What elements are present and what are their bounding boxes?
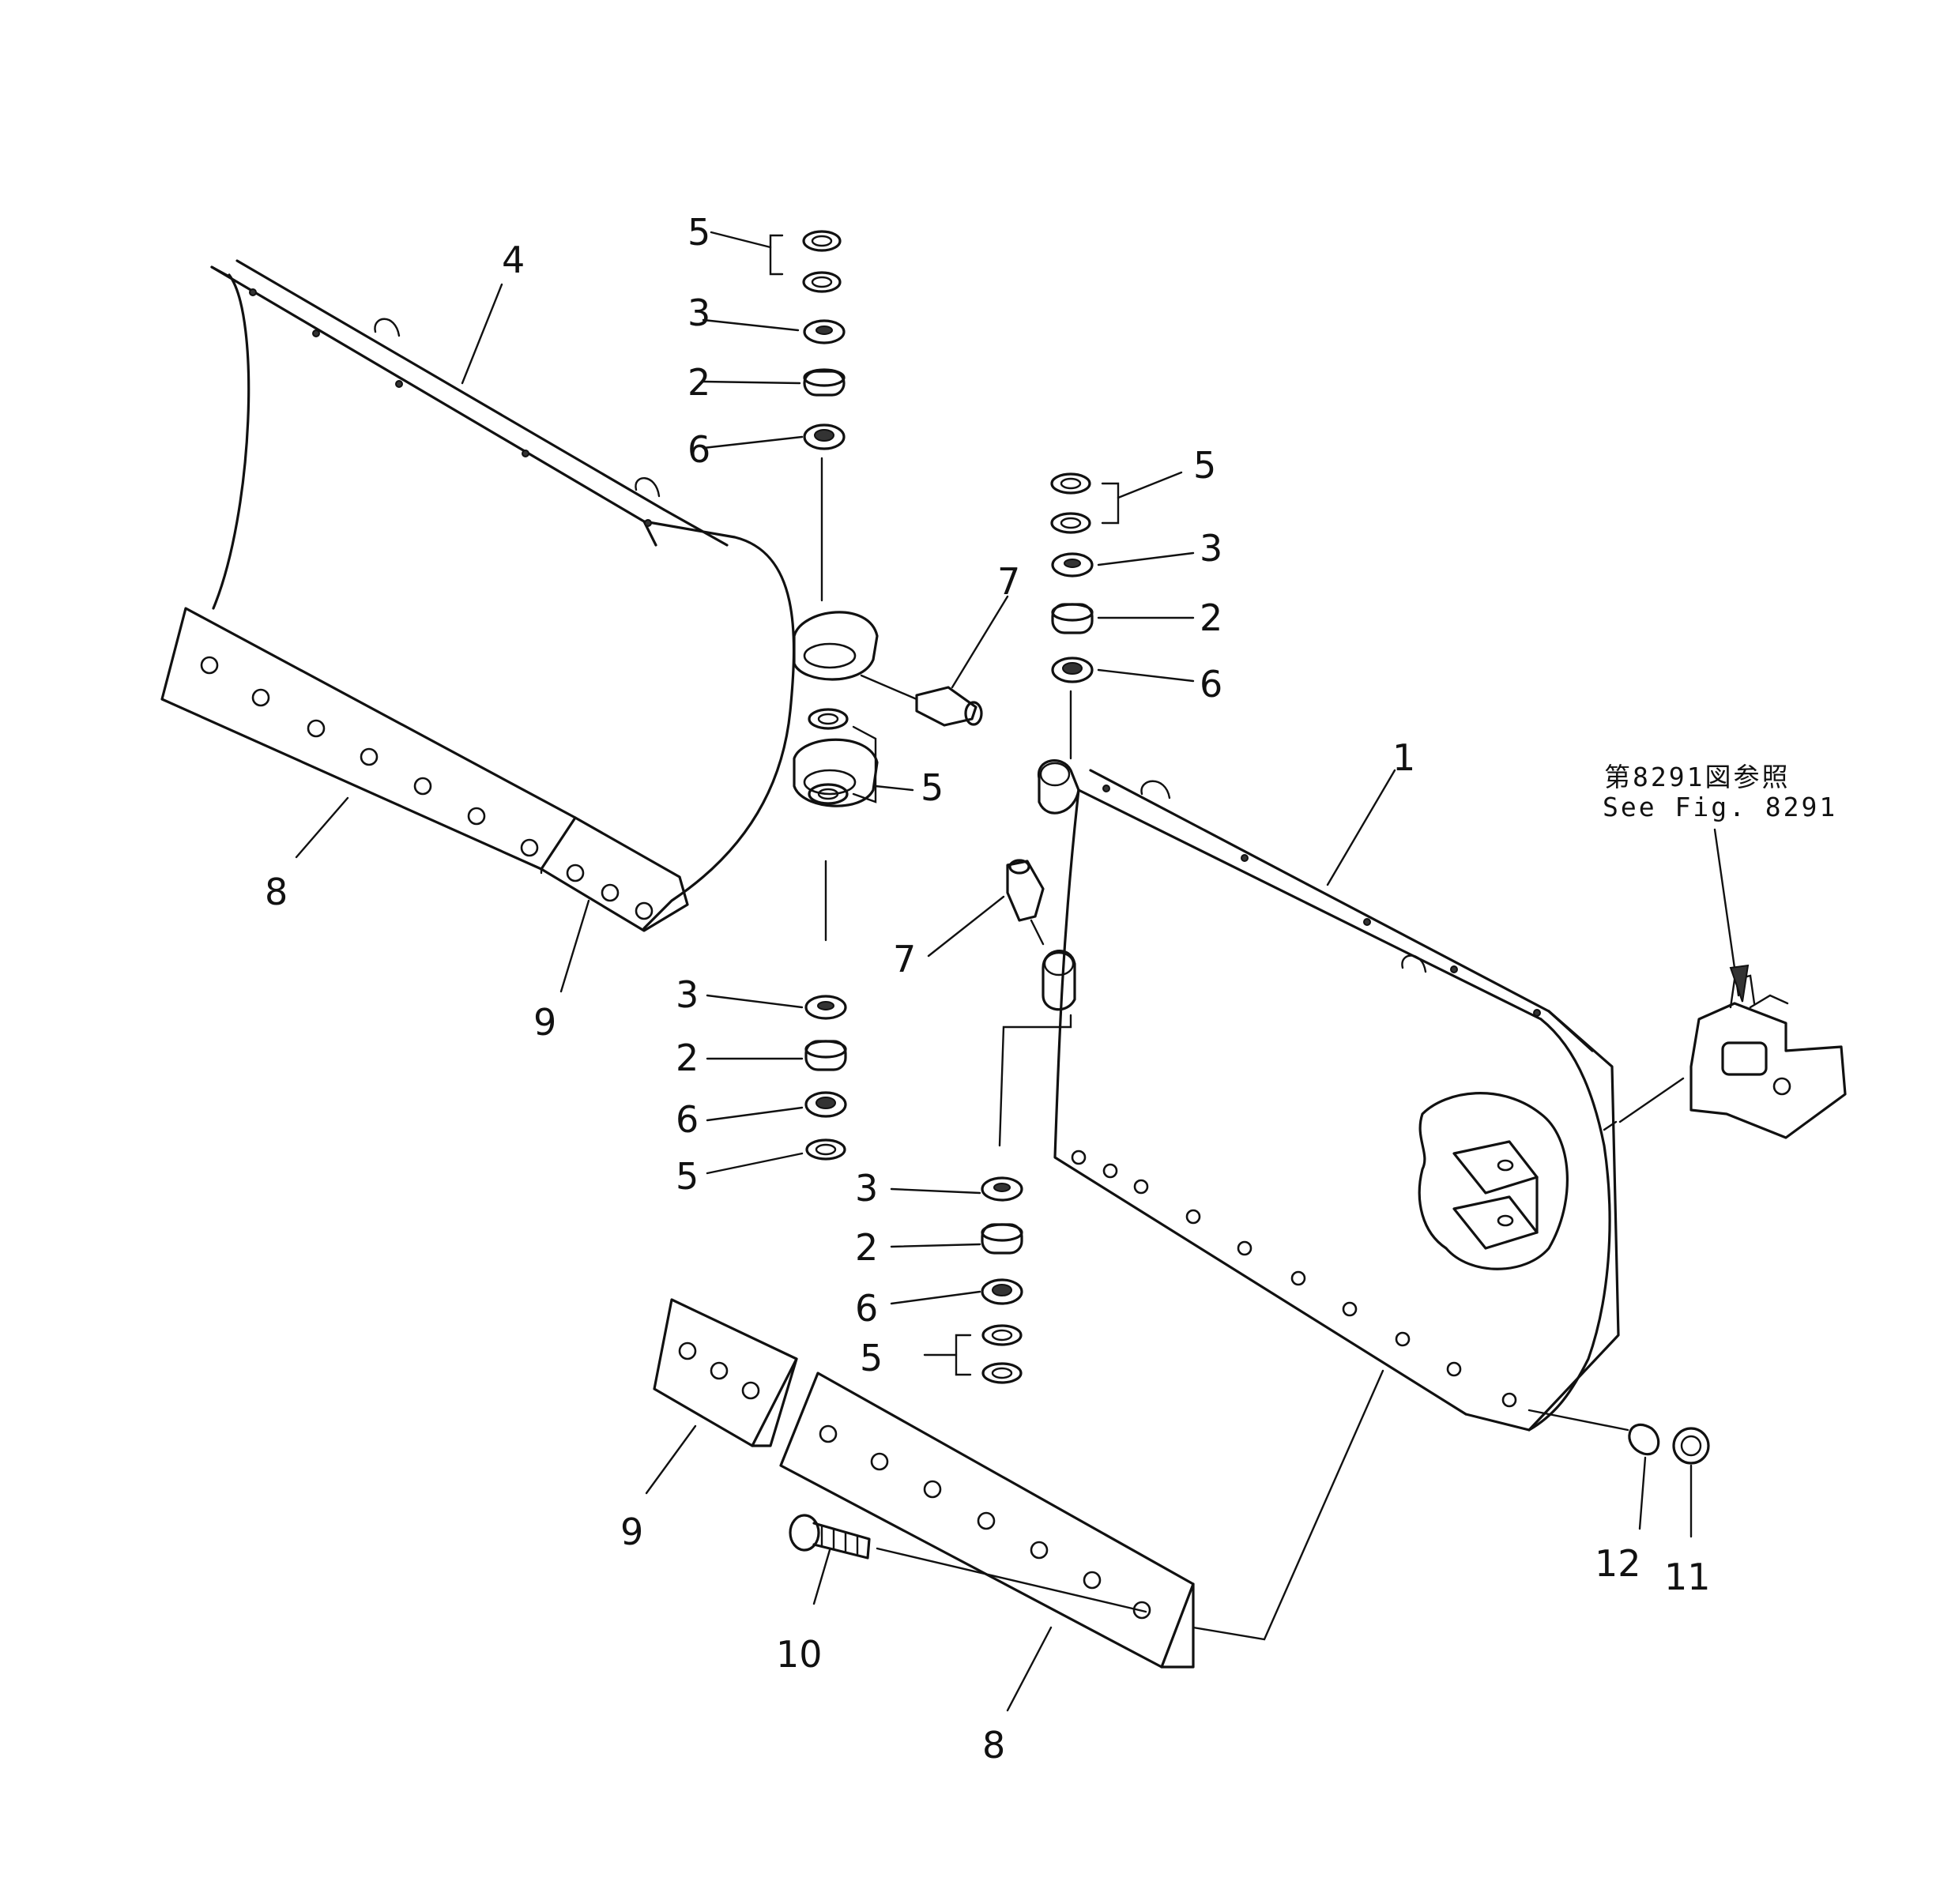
stack-upper-right	[1050, 472, 1094, 760]
washer-12	[1527, 1409, 1660, 1456]
cutting-edge-detached	[779, 1369, 1384, 1669]
callout-9: 9	[533, 1001, 556, 1044]
callout-7: 7	[997, 560, 1020, 603]
callout-5: 5	[921, 766, 944, 809]
callout-10: 10	[776, 1633, 823, 1676]
callout-2: 2	[687, 361, 710, 404]
right-pivot-boss-upper	[1038, 759, 1080, 815]
callout-3: 3	[676, 973, 699, 1016]
reference-hitch-assembly	[1603, 974, 1847, 1139]
reference-note-ja: 第8291図参照	[1604, 762, 1790, 792]
callout-1: 1	[1392, 736, 1415, 779]
callout-12: 12	[1595, 1542, 1641, 1585]
end-bit-detached	[653, 1298, 798, 1447]
callout-8: 8	[265, 871, 288, 913]
callout-2: 2	[855, 1226, 878, 1269]
nut-11	[1672, 1427, 1710, 1465]
right-blade-hitch-bracket	[1418, 1092, 1569, 1270]
stack-left-middle	[808, 708, 849, 805]
callout-5: 5	[860, 1337, 883, 1379]
stack-lower-left	[804, 860, 847, 1161]
leader-lines	[295, 231, 1750, 1712]
callout-5: 5	[687, 211, 710, 254]
callout-5: 5	[1193, 444, 1216, 487]
reference-note: 第8291図参照 See Fig. 8291	[1603, 762, 1837, 822]
callout-4: 4	[502, 239, 525, 281]
callout-2: 2	[676, 1037, 699, 1079]
right-blade	[1053, 769, 1620, 1432]
right-pivot-boss-lower	[1042, 950, 1076, 1011]
callout-7: 7	[893, 938, 916, 980]
callout-3: 3	[1200, 527, 1222, 570]
grease-fitting-upper	[860, 674, 983, 727]
callout-6: 6	[855, 1287, 878, 1330]
callout-6: 6	[676, 1098, 699, 1141]
callout-8: 8	[982, 1724, 1005, 1767]
stack-upper-left	[802, 230, 846, 602]
callout-labels: 5 3 2 6 4 7 5 8 9 7 3 2 6 5 5 3 2 6 1 3 …	[265, 211, 1711, 1767]
callout-3: 3	[855, 1167, 878, 1210]
callout-6: 6	[1200, 663, 1222, 706]
stack-lower-right	[981, 1014, 1072, 1384]
callout-5: 5	[676, 1155, 699, 1198]
callout-2: 2	[1200, 596, 1222, 639]
left-blade	[210, 259, 796, 930]
callout-3: 3	[687, 292, 710, 334]
callout-9: 9	[620, 1511, 643, 1553]
callout-11: 11	[1664, 1556, 1711, 1598]
reference-note-en: See Fig. 8291	[1603, 792, 1837, 822]
left-cutting-edge	[160, 607, 689, 932]
grease-fitting-lower	[1006, 859, 1045, 946]
bolt	[789, 1514, 1147, 1613]
callout-6: 6	[687, 428, 710, 471]
